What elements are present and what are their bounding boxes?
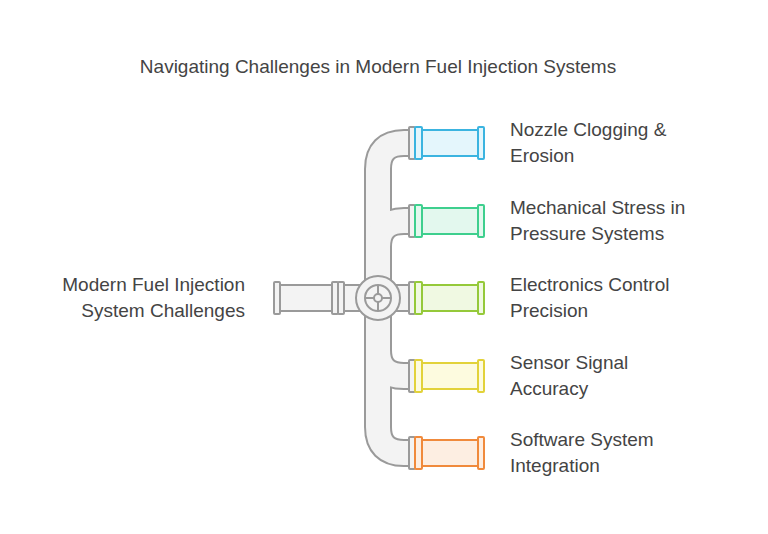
branch-label: Electronics Control Precision [510, 272, 700, 324]
branch-label: Modern Fuel Injection System Challenges [30, 272, 245, 324]
branch-pipe [408, 280, 486, 316]
branch-node: Sensor Signal Accuracy [408, 350, 700, 402]
branch-label: Sensor Signal Accuracy [510, 350, 700, 402]
branch-pipe [408, 125, 486, 161]
inlet-node: Modern Fuel Injection System Challenges [30, 272, 345, 324]
branch-pipe [408, 358, 486, 394]
branch-node: Nozzle Clogging & Erosion [408, 117, 700, 169]
diagram-title: Navigating Challenges in Modern Fuel Inj… [0, 56, 756, 78]
pipe-interior [345, 143, 408, 298]
pipe-interior [345, 298, 408, 453]
branch-pipe [408, 203, 486, 239]
branch-node: Electronics Control Precision [408, 272, 700, 324]
pipe-fill [345, 143, 408, 453]
branch-label: Nozzle Clogging & Erosion [510, 117, 700, 169]
branch-node: Software System Integration [408, 427, 700, 479]
branch-pipe [408, 435, 486, 471]
pipe-connector [345, 298, 408, 453]
inlet-pipe [273, 281, 345, 315]
branch-node: Mechanical Stress in Pressure Systems [408, 195, 700, 247]
branch-label: Mechanical Stress in Pressure Systems [510, 195, 700, 247]
branch-label: Software System Integration [510, 427, 700, 479]
pipe-connector [345, 143, 408, 298]
